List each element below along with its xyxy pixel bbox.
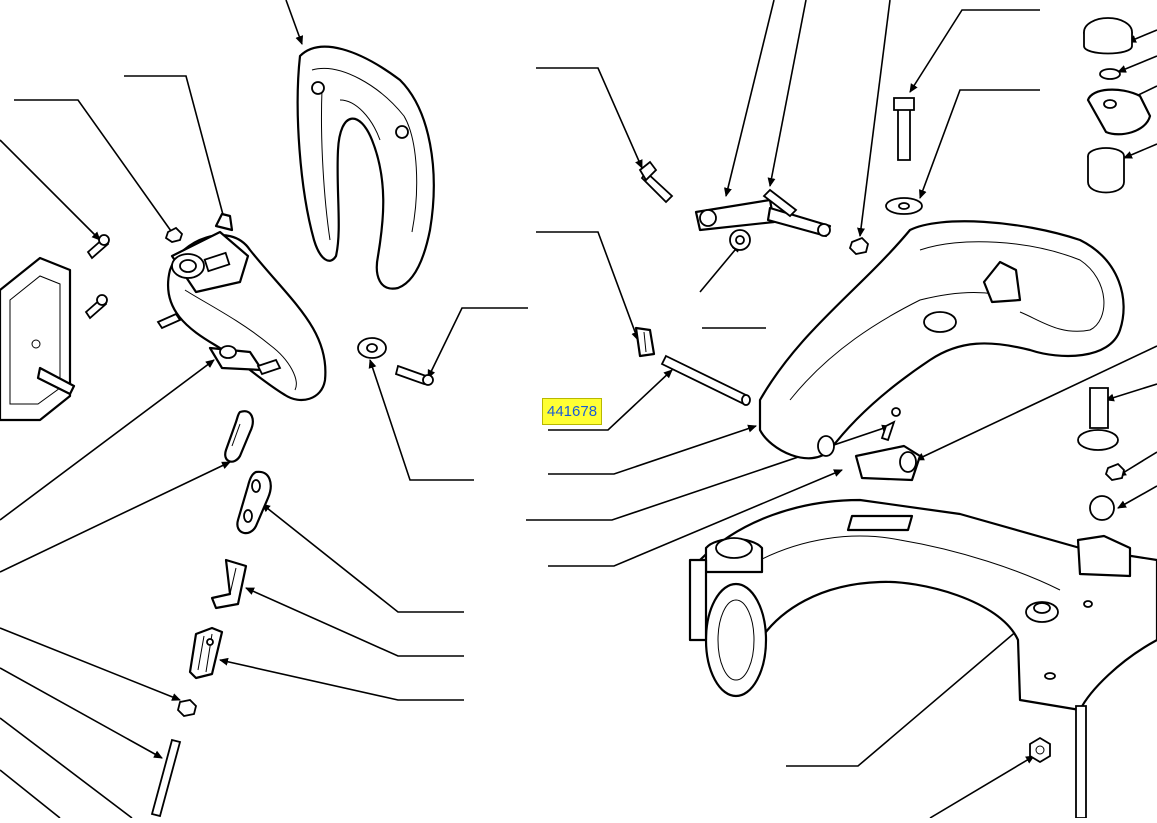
- knob-part: [1083, 17, 1133, 55]
- bolt-part: [638, 160, 674, 204]
- nut-part: [1029, 736, 1051, 764]
- handle-yoke-part: [156, 212, 327, 402]
- cam-lever-part: [1086, 88, 1152, 136]
- leader-line: [699, 243, 741, 293]
- leader-line: [536, 231, 639, 341]
- nut-part: [177, 699, 197, 717]
- leader-line: [261, 503, 464, 613]
- axle-pin-part: [660, 354, 751, 406]
- leader-line: [0, 461, 231, 573]
- leader-line: [919, 89, 1040, 199]
- nut-part: [848, 236, 869, 255]
- leader-line: [427, 307, 528, 379]
- leader-line: [786, 617, 1033, 767]
- part-number-callout[interactable]: 441678: [542, 398, 603, 425]
- cover-shield-part: [296, 45, 435, 290]
- leader-line: [219, 657, 464, 701]
- bushing-part: [1087, 147, 1125, 194]
- washer-part: [357, 337, 387, 359]
- leader-line: [1117, 451, 1157, 477]
- leader-line: [548, 369, 673, 431]
- leader-line: [1117, 55, 1157, 73]
- leader-line: [1123, 143, 1157, 159]
- bolt-part: [762, 188, 798, 218]
- leader-line: [0, 359, 215, 521]
- clip-part: [210, 558, 248, 610]
- hinge-bracket-part: [854, 444, 922, 482]
- screw-part: [880, 407, 901, 442]
- cap-part: [1089, 495, 1115, 521]
- leader-line: [0, 627, 181, 701]
- base-frame-part: [698, 498, 1157, 712]
- leader-line: [724, 0, 775, 197]
- spindle-part: [1077, 387, 1119, 451]
- pin-part: [394, 364, 434, 386]
- bolt-part: [84, 294, 108, 320]
- leader-line: [767, 0, 807, 187]
- bushing-part: [729, 229, 751, 251]
- leader-line: [548, 469, 843, 567]
- rod-part: [150, 738, 182, 818]
- leader-line: [857, 0, 891, 237]
- clevis-part: [188, 626, 224, 680]
- leader-line: [368, 359, 474, 481]
- nut-part: [1104, 462, 1125, 481]
- leader-line: [536, 67, 643, 169]
- leader-line: [915, 345, 1157, 461]
- clip-part: [634, 326, 656, 358]
- caster-wheel-part: [688, 558, 768, 698]
- leader-line: [548, 424, 757, 475]
- leader-line: [929, 755, 1035, 819]
- support-arm-part: [758, 220, 1125, 460]
- washer-part: [885, 197, 923, 215]
- bolt-part: [893, 97, 915, 161]
- chain-link-part: [224, 410, 254, 463]
- leader-line: [0, 139, 101, 241]
- leader-line: [245, 587, 464, 657]
- nut-part: [164, 226, 184, 243]
- leader-line: [0, 717, 133, 819]
- gas-spring-part: [694, 198, 832, 238]
- leader-line: [909, 9, 1040, 93]
- bolt-part: [1075, 705, 1087, 819]
- leader-line: [1117, 485, 1157, 509]
- leader-line: [0, 667, 163, 759]
- leader-line: [14, 99, 177, 239]
- bolt-part: [86, 234, 110, 260]
- chain-link-part: [236, 470, 272, 535]
- leader-line: [124, 75, 228, 227]
- mounting-bracket-part: [0, 256, 76, 422]
- leader-line: [1105, 383, 1157, 402]
- leader-line: [0, 769, 61, 819]
- leader-line: [285, 0, 304, 45]
- washer-part: [1099, 68, 1121, 80]
